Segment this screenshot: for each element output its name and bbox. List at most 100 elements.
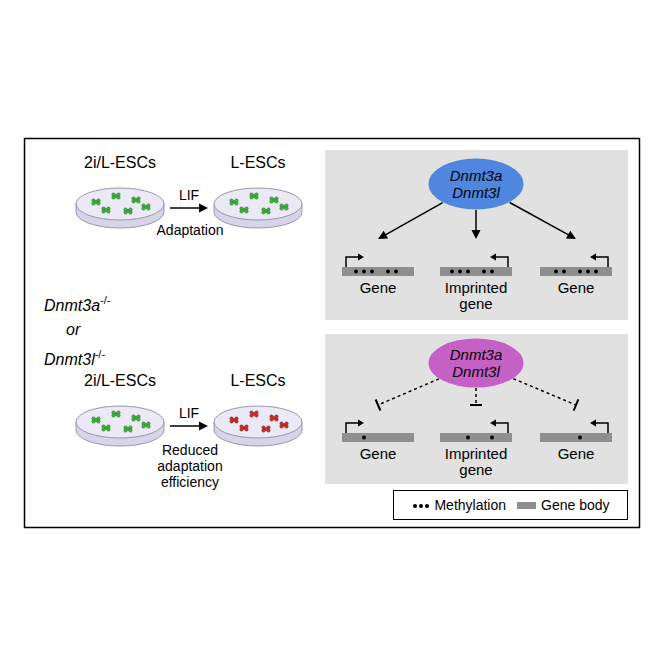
gene-body-sample [516, 499, 538, 511]
tss-arrowhead [590, 420, 596, 427]
methylation-dot [450, 270, 454, 274]
gene-drawing [434, 240, 518, 280]
node-label: Dnmt3l [450, 184, 502, 201]
gene-body [540, 267, 612, 276]
arrow-caption: Adaptation [152, 222, 228, 238]
enzyme-ellipse: Dnmt3aDnmt3l [428, 338, 524, 388]
tss-arrowhead [590, 254, 596, 261]
connector-line [385, 203, 443, 235]
node-label: Dnmt3a [448, 346, 505, 363]
colony [245, 428, 249, 432]
colony [270, 200, 274, 204]
gene-body [440, 267, 512, 276]
methylation-dot [490, 270, 494, 274]
colony [270, 418, 274, 422]
colony [97, 420, 101, 424]
connector-line [475, 388, 477, 404]
gene-element: Imprinted gene [434, 406, 518, 478]
gene-body [540, 433, 612, 442]
colony [250, 414, 254, 418]
edge-label: LIF [179, 405, 199, 421]
colony [280, 207, 284, 211]
methylation-dot [370, 270, 374, 274]
node-label: L-ESCs [210, 372, 306, 390]
methylation-dot [425, 504, 429, 508]
dish-top [76, 406, 164, 438]
gene-drawing [336, 240, 420, 280]
gene-name: Dnmt3l [44, 351, 95, 368]
mechanism-panel [325, 334, 628, 484]
colony [107, 210, 111, 214]
connector [472, 210, 481, 239]
tss-arrow [494, 423, 508, 433]
ellipse-fill [429, 339, 524, 388]
colony [112, 414, 116, 418]
genotype-block: Dnmt3a-/- orDnmt3l -/- [44, 288, 110, 372]
colony [132, 200, 136, 204]
connector [376, 379, 439, 411]
colony [275, 200, 279, 204]
gene-body-bar [517, 502, 536, 509]
colony [92, 202, 96, 206]
colony [262, 211, 266, 215]
arrowhead [472, 230, 481, 239]
ellipse-fill [429, 159, 524, 210]
methylation-dot [594, 270, 598, 274]
colony [129, 211, 133, 215]
connector [513, 379, 578, 411]
colony [267, 429, 271, 433]
gene-body [342, 433, 414, 442]
connector [170, 422, 208, 431]
dish-top [214, 406, 302, 438]
connector-line [379, 379, 439, 405]
gene-name: Dnmt3a [44, 297, 100, 314]
colony [230, 202, 234, 206]
gene-element: Gene [534, 406, 618, 462]
colony [250, 196, 254, 200]
colony [255, 414, 259, 418]
node-label: Gene [534, 280, 618, 296]
tss-arrow [346, 423, 360, 433]
arrowhead [378, 231, 388, 239]
node-label: Imprinted gene [434, 280, 518, 312]
colony [147, 207, 151, 211]
connector-line [513, 379, 575, 405]
colony [124, 429, 128, 433]
colony [102, 210, 106, 214]
colony [245, 210, 249, 214]
methylation-dot [586, 270, 590, 274]
node-label: Gene [336, 446, 420, 462]
node-label: 2i/L-ESCs [72, 372, 168, 390]
methylation-dot [354, 270, 358, 274]
methylation-dot [578, 436, 582, 440]
colony [97, 202, 101, 206]
gene-name: or [66, 321, 80, 338]
connector-line [510, 203, 569, 236]
genotype-line: Dnmt3a-/- [44, 288, 110, 318]
tss-arrow [594, 257, 608, 267]
methylation-dot [394, 270, 398, 274]
inhibition-bar [574, 399, 579, 410]
colony [255, 196, 259, 200]
colony [117, 414, 121, 418]
gene-drawing [534, 240, 618, 280]
gene-body [342, 267, 414, 276]
colony [275, 418, 279, 422]
connector [170, 204, 208, 213]
colony [230, 420, 234, 424]
dish-drawing [72, 396, 168, 450]
outer-frame [25, 139, 640, 528]
connector [510, 203, 576, 239]
colony [137, 418, 141, 422]
node-label: Gene [336, 280, 420, 296]
inhibition-bar [376, 399, 381, 410]
culture-dish: L-ESCs [210, 154, 306, 232]
colony [137, 200, 141, 204]
gene-drawing [534, 406, 618, 446]
colony [102, 428, 106, 432]
arrowhead [566, 231, 576, 239]
colony [280, 425, 284, 429]
genotype-superscript: -/- [100, 294, 110, 306]
colony [147, 425, 151, 429]
